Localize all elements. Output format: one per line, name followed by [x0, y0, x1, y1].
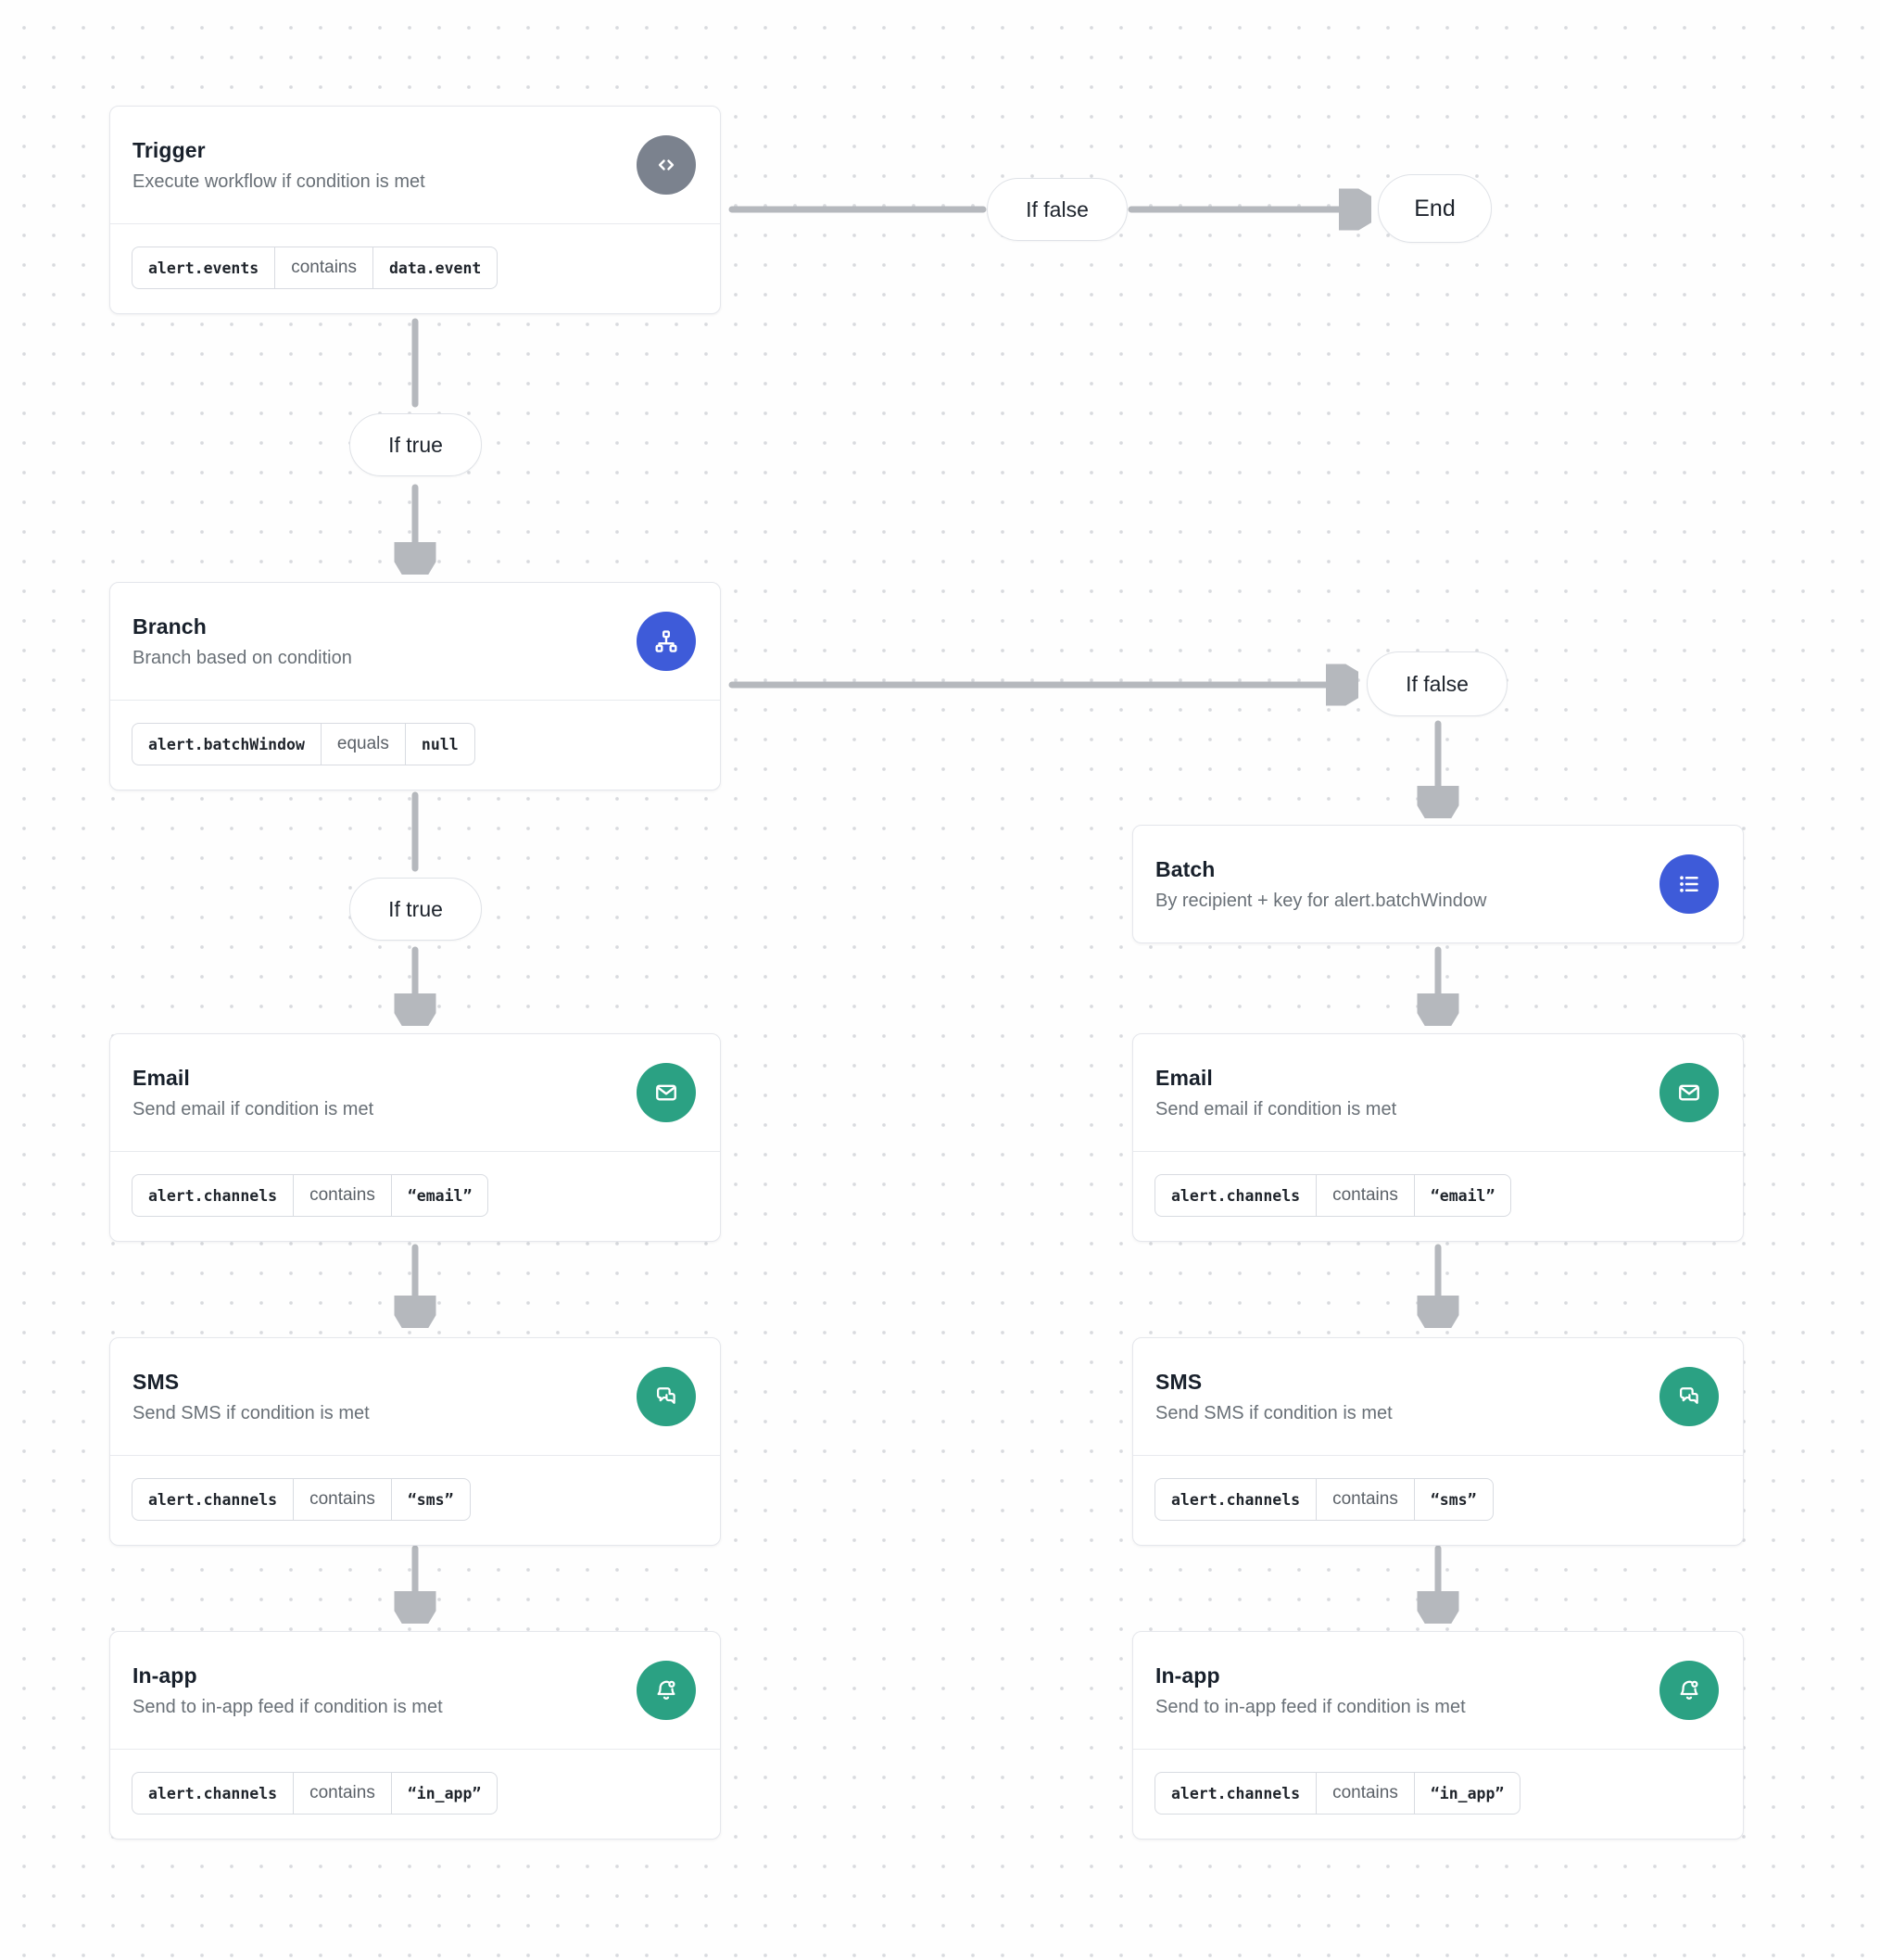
condition-field: alert.channels	[148, 1784, 278, 1802]
sms-node-left[interactable]: SMS Send SMS if condition is met alert.c…	[109, 1337, 721, 1546]
email-node-subtitle: Send email if condition is met	[1155, 1098, 1397, 1119]
condition-operator: contains	[293, 1479, 392, 1520]
sms-node-title: SMS	[1155, 1369, 1203, 1394]
sms-node-subtitle: Send SMS if condition is met	[132, 1402, 370, 1423]
branch-node[interactable]: Branch Branch based on condition alert.b…	[109, 582, 721, 790]
trigger-node[interactable]: Trigger Execute workflow if condition is…	[109, 106, 721, 314]
end-node: End	[1378, 174, 1492, 243]
condition-value: “in_app”	[407, 1784, 482, 1802]
inapp-condition-chip: alert.channels contains “in_app”	[1154, 1772, 1521, 1815]
bell-icon	[637, 1661, 696, 1720]
email-icon	[637, 1063, 696, 1122]
condition-operator: equals	[320, 724, 406, 765]
inapp-node-left[interactable]: In-app Send to in-app feed if condition …	[109, 1631, 721, 1840]
branch-node-title: Branch	[132, 613, 207, 639]
trigger-node-title: Trigger	[132, 137, 206, 162]
sms-condition-chip: alert.channels contains “sms”	[132, 1478, 471, 1521]
condition-field: alert.batchWindow	[148, 735, 305, 753]
inapp-node-subtitle: Send to in-app feed if condition is met	[1155, 1696, 1466, 1717]
batch-node-title: Batch	[1155, 856, 1216, 881]
email-condition-chip: alert.channels contains “email”	[1154, 1174, 1512, 1217]
condition-value: data.event	[389, 259, 482, 277]
inapp-node-title: In-app	[1155, 1663, 1220, 1688]
condition-value: “email”	[407, 1186, 473, 1205]
email-node-subtitle: Send email if condition is met	[132, 1098, 374, 1119]
batch-node[interactable]: Batch By recipient + key for alert.batch…	[1132, 825, 1744, 943]
condition-value: “sms”	[407, 1490, 454, 1509]
condition-operator: contains	[293, 1773, 392, 1814]
edge-label-if-true-branch: If true	[349, 878, 482, 941]
code-icon	[637, 135, 696, 195]
branch-node-subtitle: Branch based on condition	[132, 647, 352, 668]
condition-field: alert.channels	[1171, 1784, 1301, 1802]
branch-icon	[637, 612, 696, 671]
email-icon	[1659, 1063, 1719, 1122]
trigger-condition-chip: alert.events contains data.event	[132, 247, 498, 289]
condition-operator: contains	[1316, 1479, 1415, 1520]
condition-value: null	[421, 735, 459, 753]
edge-label-if-false-trigger: If false	[987, 178, 1128, 241]
condition-field: alert.channels	[1171, 1186, 1301, 1205]
inapp-node-right[interactable]: In-app Send to in-app feed if condition …	[1132, 1631, 1744, 1840]
email-node-left[interactable]: Email Send email if condition is met ale…	[109, 1033, 721, 1242]
condition-field: alert.channels	[148, 1186, 278, 1205]
condition-value: “email”	[1430, 1186, 1495, 1205]
edge-label-if-false-branch: If false	[1367, 651, 1508, 716]
batch-node-subtitle: By recipient + key for alert.batchWindow	[1155, 890, 1487, 911]
branch-condition-chip: alert.batchWindow equals null	[132, 723, 475, 765]
email-node-right[interactable]: Email Send email if condition is met ale…	[1132, 1033, 1744, 1242]
condition-field: alert.events	[148, 259, 259, 277]
chat-bubbles-icon	[1659, 1367, 1719, 1426]
chat-bubbles-icon	[637, 1367, 696, 1426]
condition-operator: contains	[274, 247, 373, 288]
condition-field: alert.channels	[1171, 1490, 1301, 1509]
condition-value: “sms”	[1430, 1490, 1477, 1509]
condition-operator: contains	[1316, 1175, 1415, 1216]
email-node-title: Email	[132, 1065, 190, 1090]
email-condition-chip: alert.channels contains “email”	[132, 1174, 489, 1217]
sms-node-right[interactable]: SMS Send SMS if condition is met alert.c…	[1132, 1337, 1744, 1546]
inapp-node-subtitle: Send to in-app feed if condition is met	[132, 1696, 443, 1717]
condition-value: “in_app”	[1430, 1784, 1505, 1802]
email-node-title: Email	[1155, 1065, 1213, 1090]
sms-node-subtitle: Send SMS if condition is met	[1155, 1402, 1393, 1423]
bell-icon	[1659, 1661, 1719, 1720]
list-icon	[1659, 854, 1719, 914]
trigger-node-subtitle: Execute workflow if condition is met	[132, 171, 425, 192]
inapp-node-title: In-app	[132, 1663, 197, 1688]
condition-field: alert.channels	[148, 1490, 278, 1509]
sms-condition-chip: alert.channels contains “sms”	[1154, 1478, 1494, 1521]
sms-node-title: SMS	[132, 1369, 180, 1394]
condition-operator: contains	[293, 1175, 392, 1216]
inapp-condition-chip: alert.channels contains “in_app”	[132, 1772, 498, 1815]
edge-label-if-true-trigger: If true	[349, 413, 482, 476]
condition-operator: contains	[1316, 1773, 1415, 1814]
